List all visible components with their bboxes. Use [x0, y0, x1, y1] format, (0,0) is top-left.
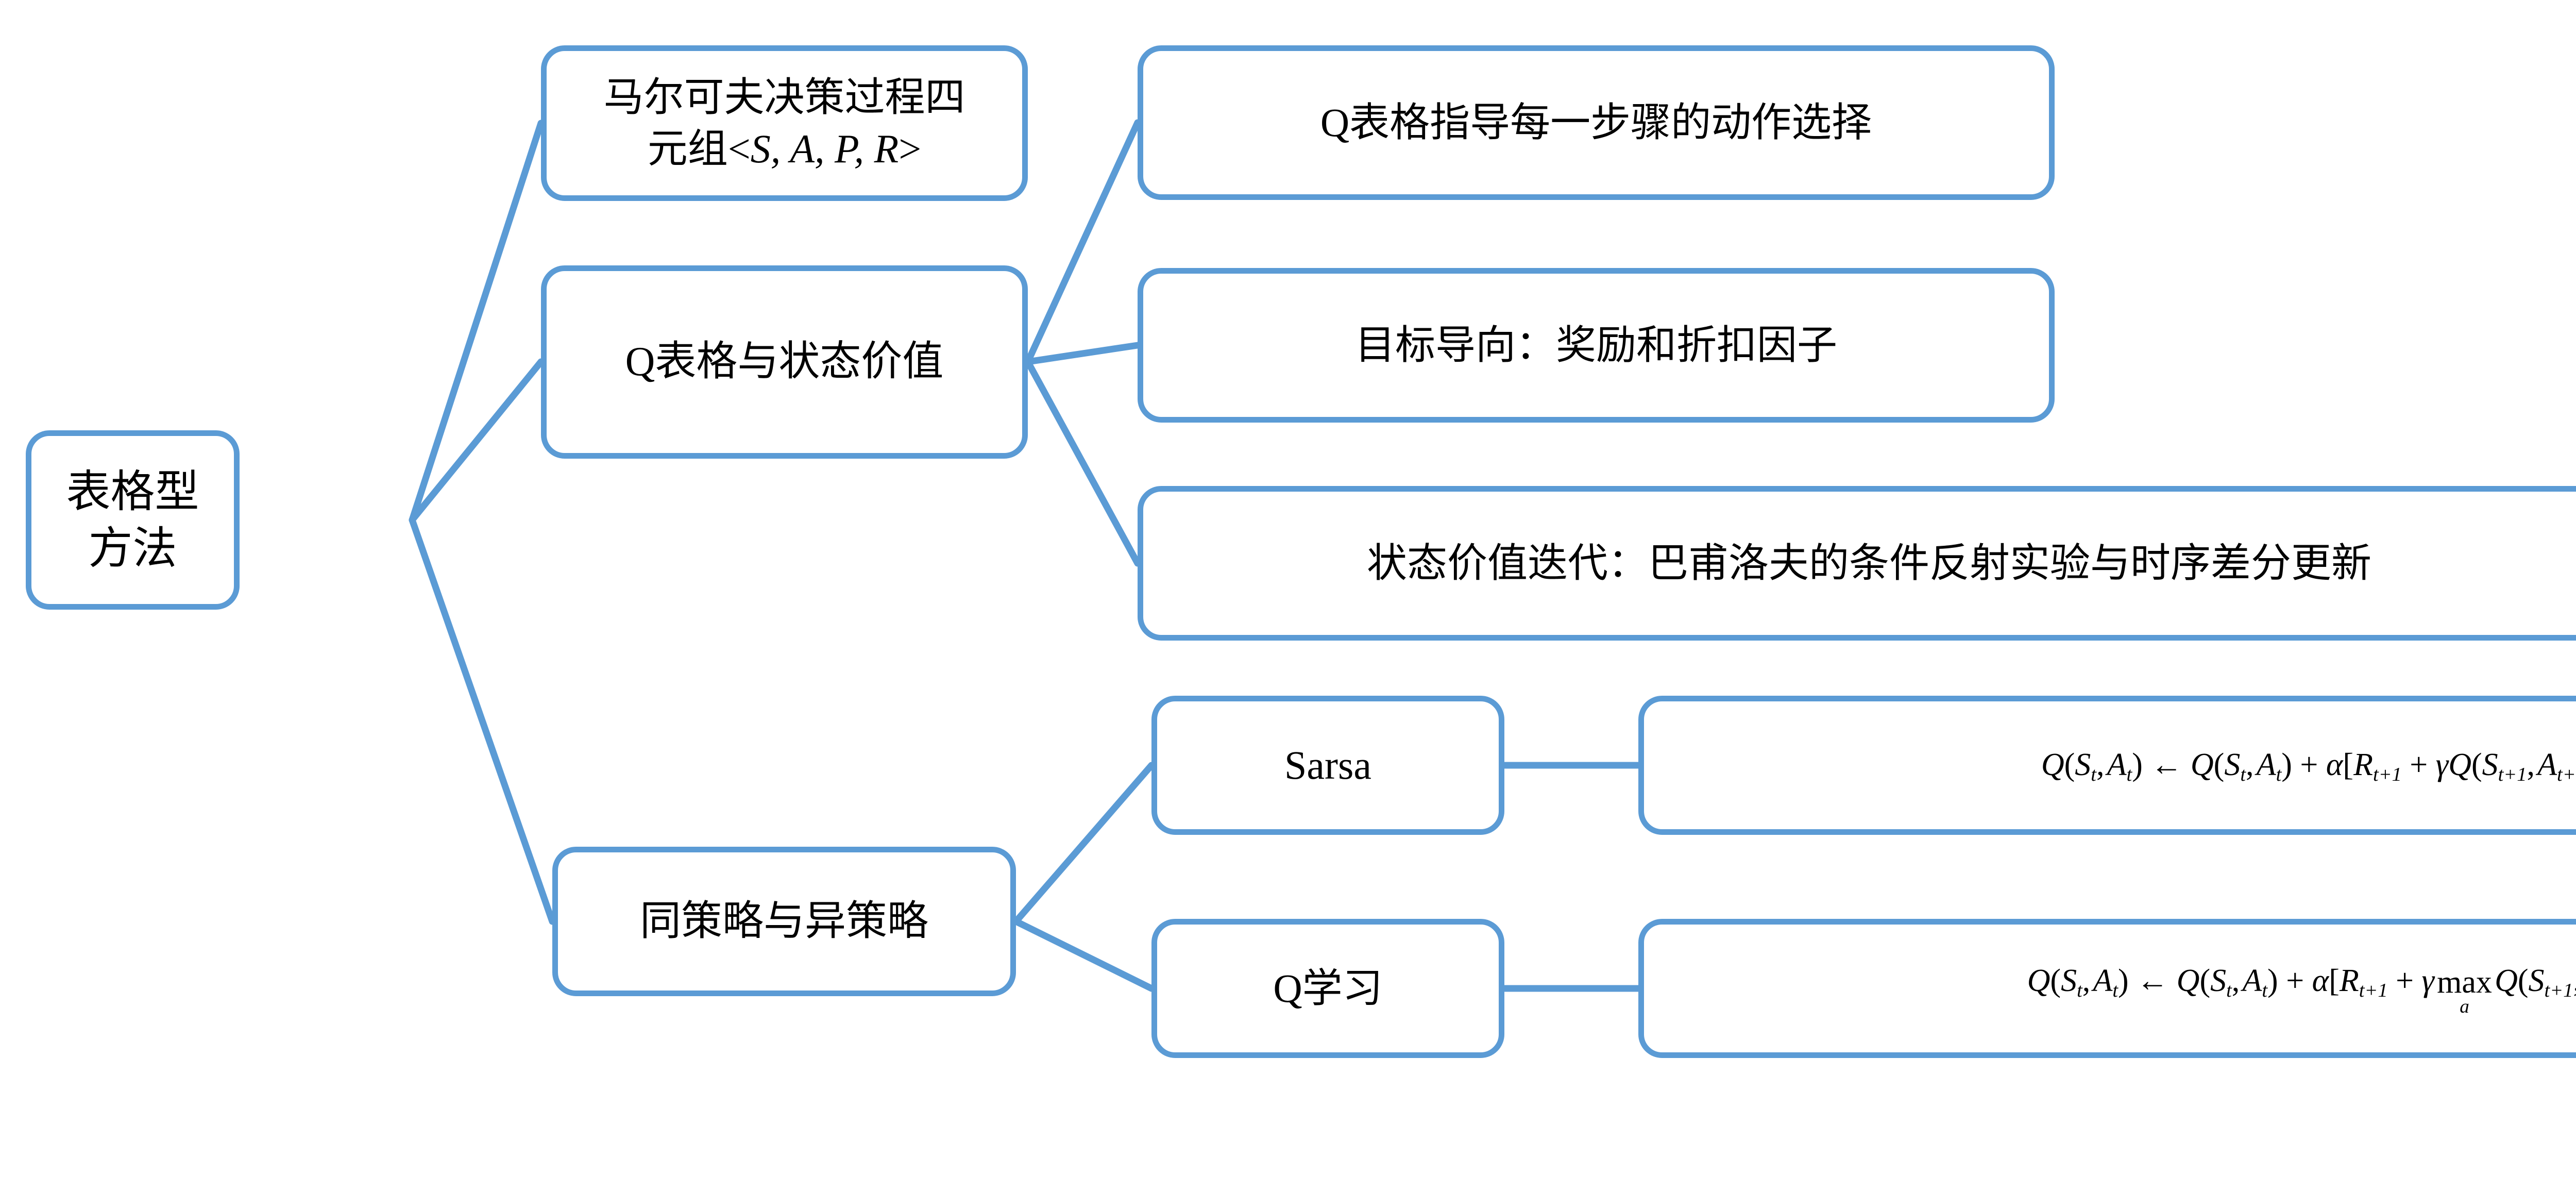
- node-policy-label: 同策略与异策略: [640, 898, 928, 944]
- node-formula-sarsa[interactable]: Q(St, At) ← Q(St, At) + α[Rt+1 + γQ(St+1…: [1638, 696, 2576, 835]
- edge-root-qtable: [409, 358, 545, 524]
- edge-qtable-b3: [1024, 358, 1141, 567]
- mdp-line-1: 马尔可夫决策过程四: [603, 75, 965, 120]
- edge-policy-sarsa: [1012, 762, 1155, 925]
- node-sarsa-label: Sarsa: [1284, 743, 1371, 788]
- node-branch2-label: 目标导向：奖励和折扣因子: [1354, 323, 1837, 368]
- edge-policy-qlearn: [1012, 918, 1155, 992]
- node-root[interactable]: 表格型方法: [26, 430, 240, 610]
- node-root-label: 表格型方法: [66, 466, 199, 573]
- mdp-line-2-prefix: 元组<: [647, 126, 751, 171]
- edge-root-policy: [409, 516, 556, 925]
- node-branch-reward-discount[interactable]: 目标导向：奖励和折扣因子: [1138, 268, 2055, 423]
- mdp-tuple: S, A, P, R: [750, 126, 899, 171]
- node-sarsa[interactable]: Sarsa: [1151, 696, 1504, 835]
- mdp-line-2-suffix: >: [899, 126, 922, 171]
- sym-Q: Q: [2041, 747, 2064, 783]
- node-branch1-label: Q表格指导每一步骤的动作选择: [1320, 100, 1872, 145]
- node-q-learning[interactable]: Q学习: [1151, 919, 1504, 1058]
- sym-S: S: [2075, 747, 2091, 783]
- node-markov-decision-process[interactable]: 马尔可夫决策过程四 元组<S, A, P, R>: [541, 45, 1028, 201]
- edge-qtable-b1: [1024, 119, 1141, 365]
- node-qlearning-label: Q学习: [1273, 966, 1383, 1011]
- node-qtable-label: Q表格与状态价值: [625, 339, 944, 385]
- node-branch3-label: 状态价值迭代：巴甫洛夫的条件反射实验与时序差分更新: [1366, 541, 2371, 586]
- node-mdp-label: 马尔可夫决策过程四 元组<S, A, P, R>: [560, 72, 1009, 175]
- edge-root-mdp: [409, 120, 545, 524]
- node-q-table-state-value[interactable]: Q表格与状态价值: [541, 265, 1028, 459]
- node-branch-action-selection[interactable]: Q表格指导每一步骤的动作选择: [1138, 45, 2055, 200]
- formula-sarsa-expression: Q(St, At) ← Q(St, At) + α[Rt+1 + γQ(St+1…: [2041, 747, 2576, 786]
- max-operator-subscript: a: [2460, 996, 2469, 1017]
- node-branch-value-iteration[interactable]: 状态价值迭代：巴甫洛夫的条件反射实验与时序差分更新: [1138, 486, 2576, 641]
- node-on-off-policy[interactable]: 同策略与异策略: [552, 847, 1016, 996]
- max-operator-text: max: [2437, 965, 2492, 1000]
- edge-qtable-b2: [1024, 342, 1141, 365]
